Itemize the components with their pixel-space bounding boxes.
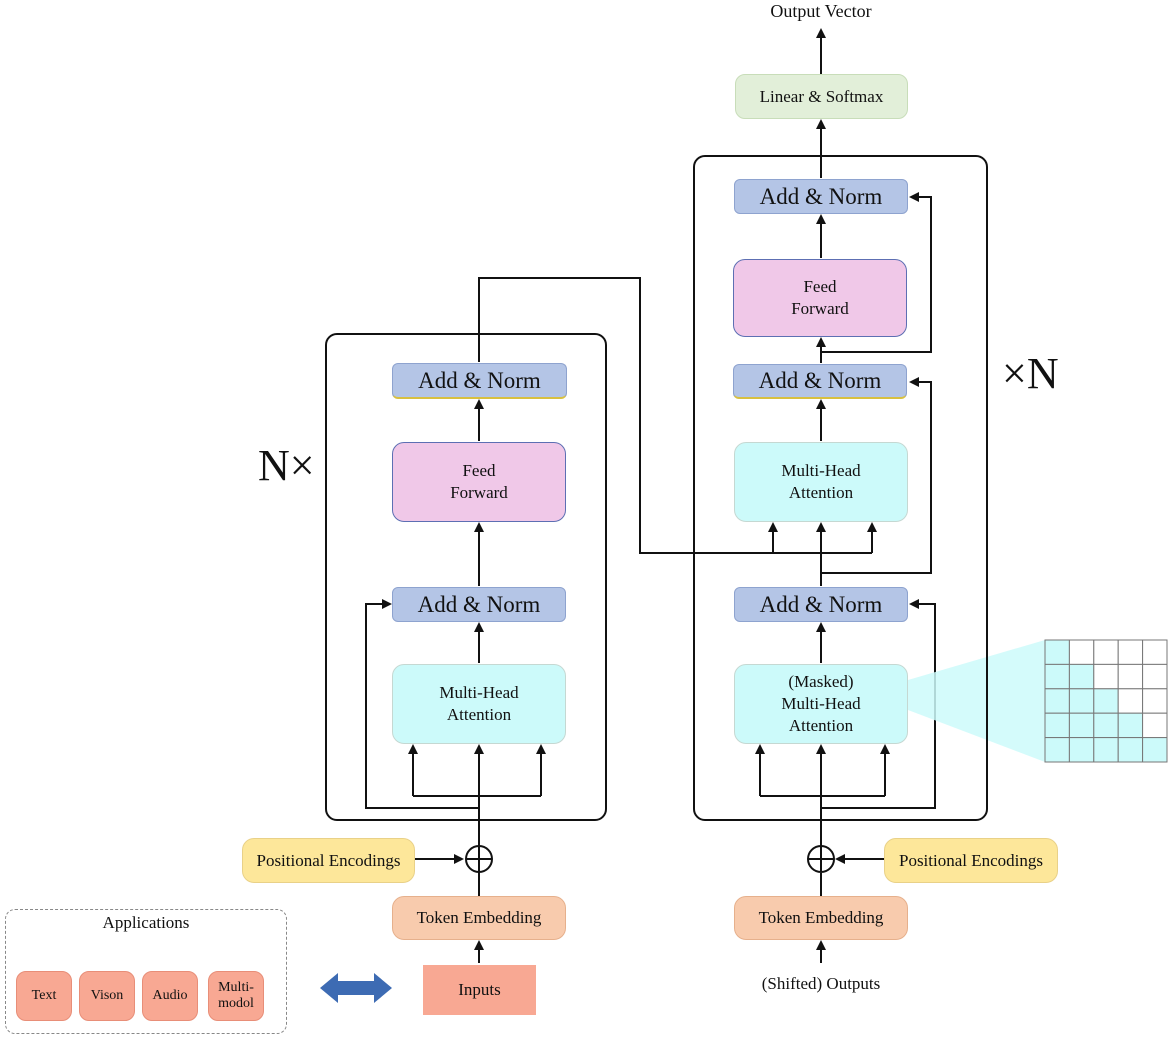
- encoder-stack-frame: [325, 333, 607, 821]
- mask-cell: [1068, 712, 1095, 739]
- mask-cell: [1142, 663, 1168, 690]
- mask-cell: [1068, 737, 1095, 763]
- application-audio: Audio: [142, 971, 198, 1021]
- encoder-feed-forward: Feed Forward: [392, 442, 566, 522]
- applications-title: Applications: [102, 913, 190, 932]
- mask-matrix: [1044, 639, 1168, 763]
- mask-projection: [908, 640, 1045, 762]
- encoder-add-circle: [465, 845, 493, 873]
- mask-cell: [1044, 663, 1070, 690]
- mask-cell: [1142, 639, 1168, 665]
- mask-cell: [1044, 712, 1070, 739]
- decoder-cross-attention: Multi-Head Attention: [734, 442, 908, 522]
- decoder-feed-forward: Feed Forward: [733, 259, 907, 337]
- encoder-token-embedding: Token Embedding: [392, 896, 566, 940]
- mask-cell: [1093, 663, 1119, 690]
- double-arrow-icon: [320, 973, 392, 1003]
- encoder-add-norm-bottom: Add & Norm: [392, 587, 566, 622]
- shifted-outputs-label: (Shifted) Outputs: [761, 974, 881, 993]
- decoder-add-norm-middle: Add & Norm: [733, 364, 907, 399]
- encoder-multi-head-attention: Multi-Head Attention: [392, 664, 566, 744]
- encoder-repeat-label: N×: [258, 441, 315, 490]
- application-vision: Vison: [79, 971, 135, 1021]
- mask-cell: [1068, 663, 1095, 690]
- mask-cell: [1093, 737, 1119, 763]
- mask-cell: [1093, 712, 1119, 739]
- mask-cell: [1117, 688, 1144, 714]
- decoder-stack-frame: [693, 155, 988, 821]
- mask-cell: [1117, 639, 1144, 665]
- linear-softmax-box: Linear & Softmax: [735, 74, 908, 119]
- mask-cell: [1093, 688, 1119, 714]
- mask-cell: [1044, 639, 1070, 665]
- mask-cell: [1142, 688, 1168, 714]
- mask-cell: [1044, 688, 1070, 714]
- mask-cell: [1142, 712, 1168, 739]
- mask-cell: [1068, 639, 1095, 665]
- decoder-add-norm-top: Add & Norm: [734, 179, 908, 214]
- applications-panel: Applications Text Vison Audio Multi- mod…: [5, 909, 287, 1034]
- encoder-add-norm-top: Add & Norm: [392, 363, 567, 399]
- mask-cell: [1044, 737, 1070, 763]
- inputs-box: Inputs: [423, 965, 536, 1015]
- decoder-add-circle: [807, 845, 835, 873]
- decoder-repeat-label: ×N: [1002, 349, 1059, 398]
- application-multimodal: Multi- modol: [208, 971, 264, 1021]
- mask-cell: [1142, 737, 1168, 763]
- mask-cell: [1068, 688, 1095, 714]
- mask-cell: [1093, 639, 1119, 665]
- mask-cell: [1117, 737, 1144, 763]
- mask-cell: [1117, 712, 1144, 739]
- decoder-add-norm-bottom: Add & Norm: [734, 587, 908, 622]
- decoder-masked-attention: (Masked) Multi-Head Attention: [734, 664, 908, 744]
- decoder-positional-encodings: Positional Encodings: [884, 838, 1058, 883]
- application-text: Text: [16, 971, 72, 1021]
- output-vector-label: Output Vector: [770, 1, 872, 21]
- mask-cell: [1117, 663, 1144, 690]
- decoder-token-embedding: Token Embedding: [734, 896, 908, 940]
- encoder-positional-encodings: Positional Encodings: [242, 838, 415, 883]
